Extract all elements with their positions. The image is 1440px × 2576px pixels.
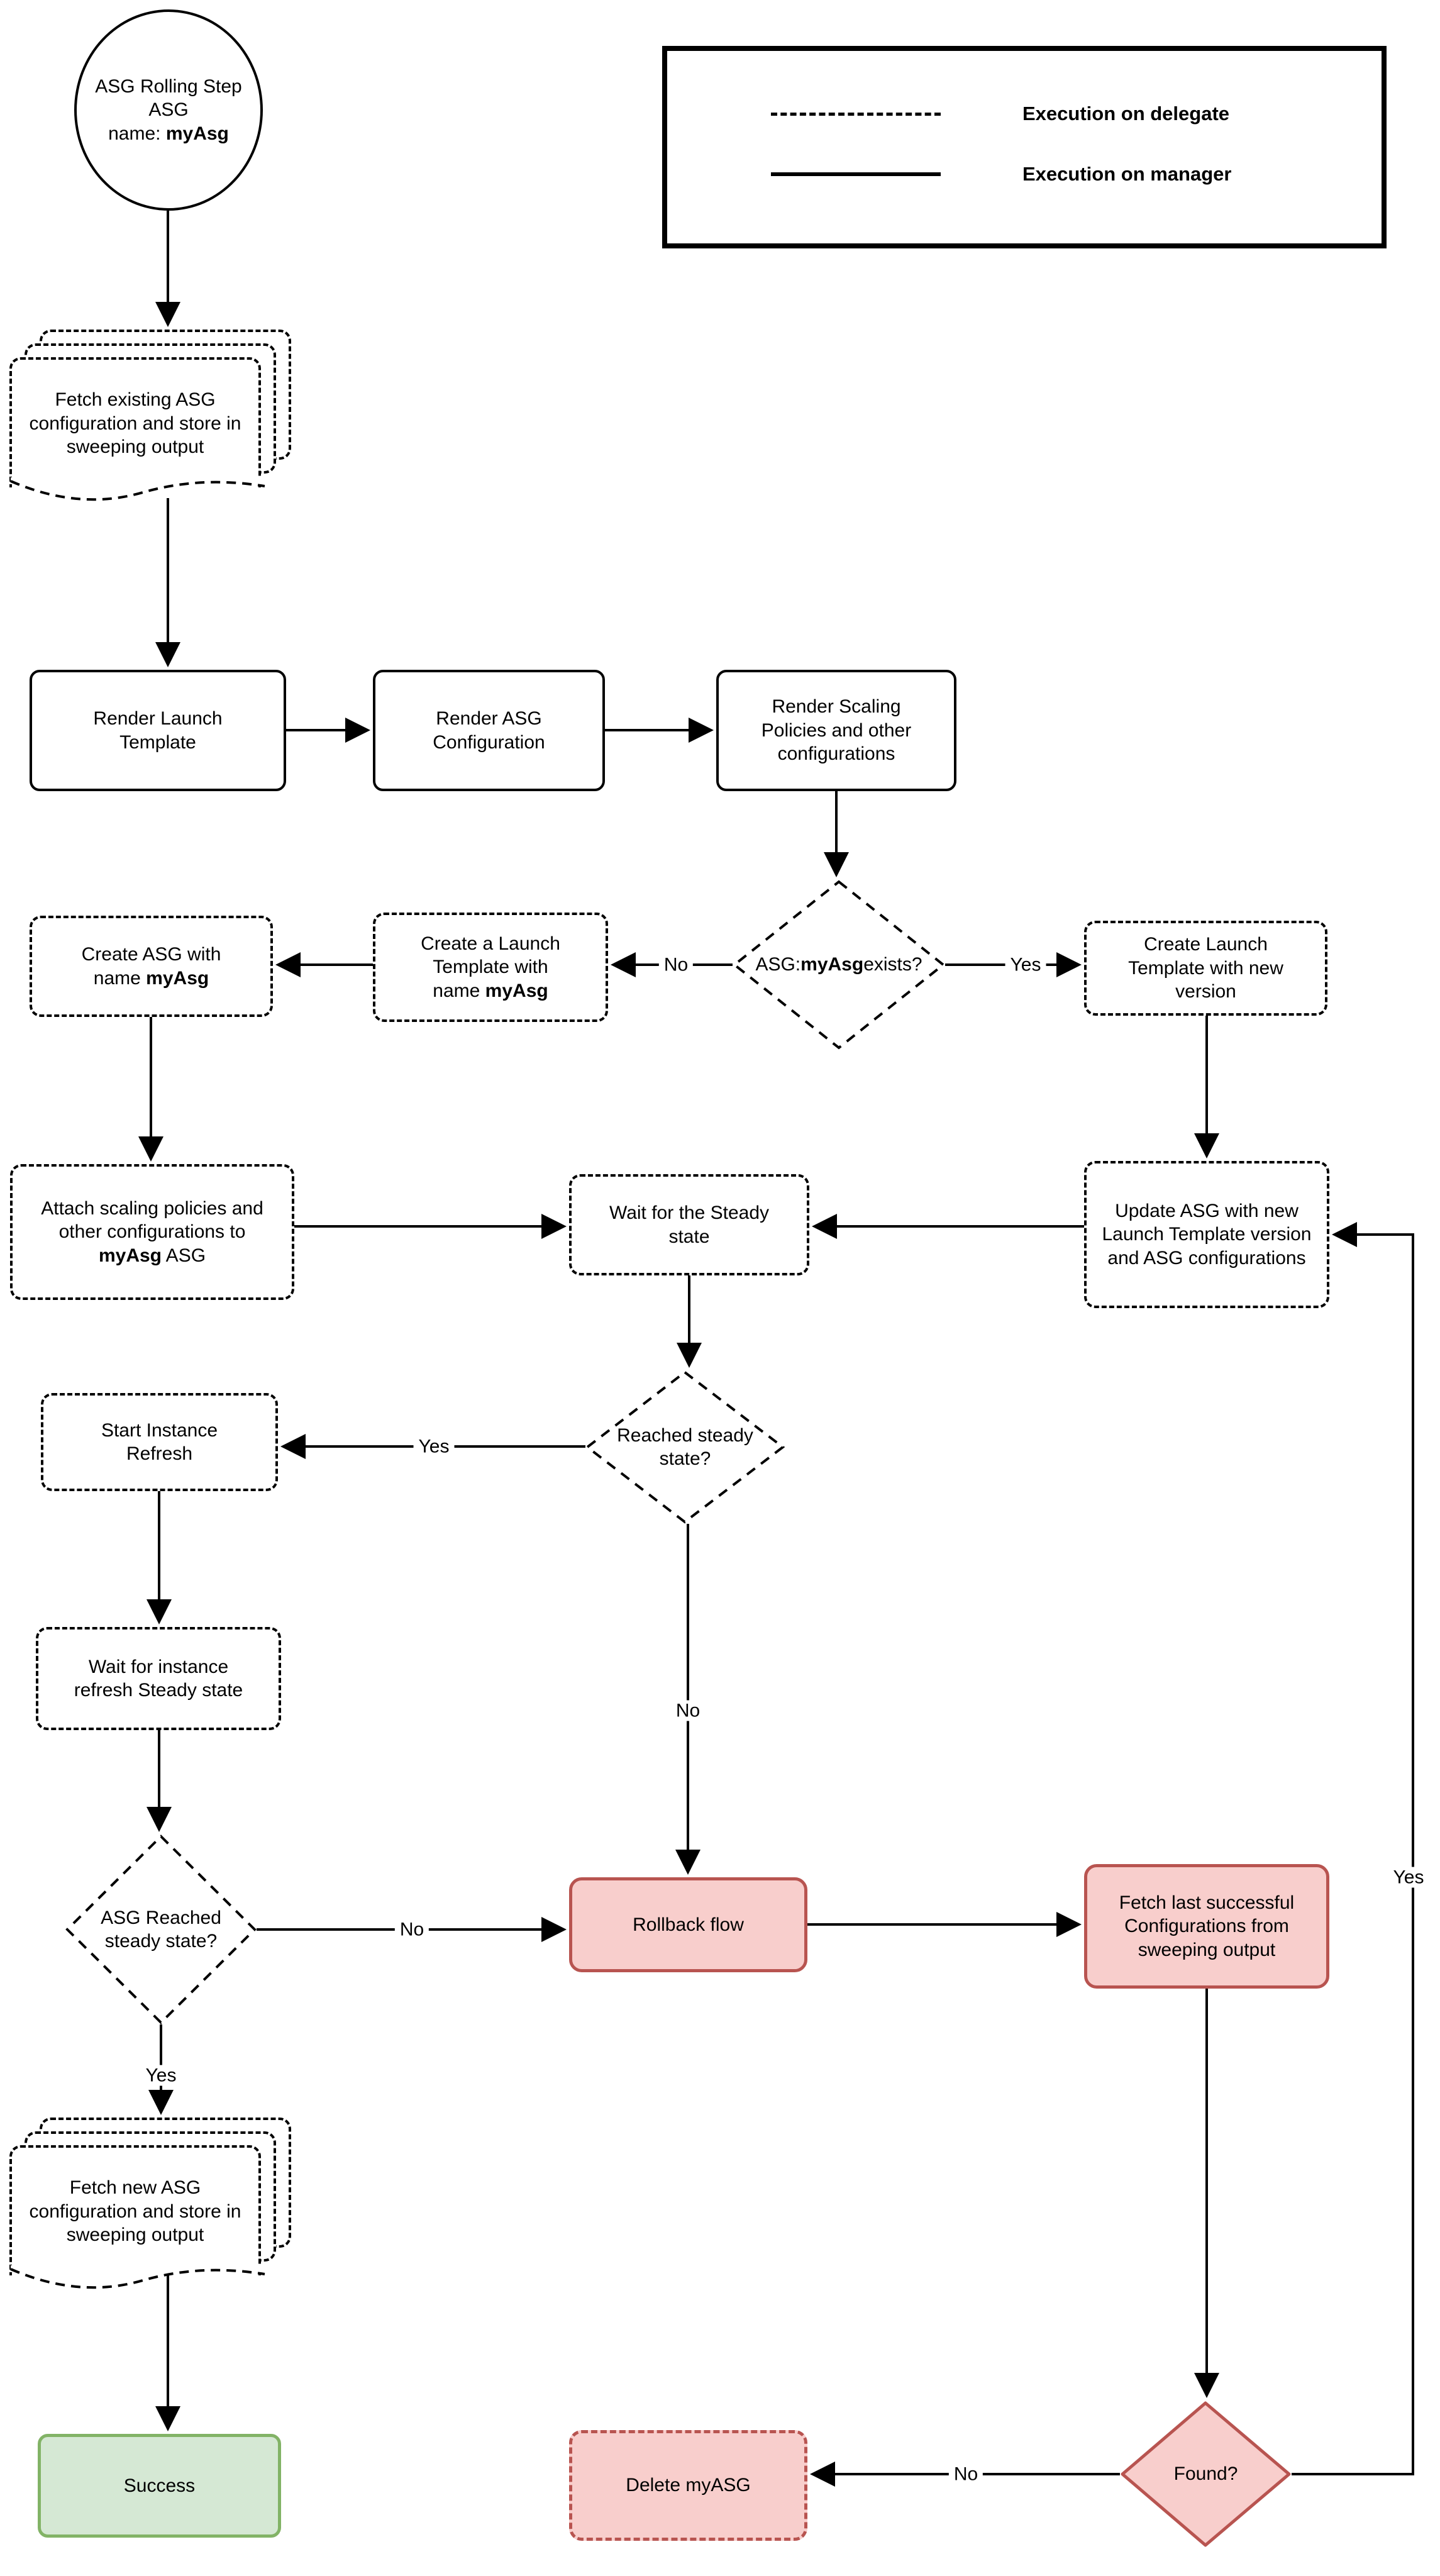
step-fetch-new-config: Fetch new ASG configuration and store in… <box>9 2118 292 2289</box>
step-fetch-last-label: Fetch last successful Configurations fro… <box>1119 1892 1295 1960</box>
edge-label-asg-reached-yes: Yes <box>140 2065 182 2086</box>
edge-label-found-yes: Yes <box>1388 1867 1429 1888</box>
step-rollback-label: Rollback flow <box>633 1914 744 1935</box>
diamond-shape <box>1121 2401 1291 2547</box>
decision-found-label: Found? <box>1173 2463 1238 2485</box>
step-create-launch-template-label: Create a Launch Template with name myAsg <box>421 933 560 1001</box>
diamond-shape <box>65 1835 257 2024</box>
decision-reached-steady-state: Reached steady state? <box>585 1370 785 1524</box>
document-front-layer: Fetch existing ASG configuration and sto… <box>9 357 265 501</box>
step-create-launch-template-new-version: Create Launch Template with new version <box>1084 921 1327 1016</box>
step-wait-refresh-label: Wait for instance refresh Steady state <box>74 1656 243 1701</box>
step-start-refresh-label: Start Instance Refresh <box>101 1419 218 1465</box>
step-create-asg-label: Create ASG with name myAsg <box>81 944 221 989</box>
step-delete-myasg: Delete myASG <box>569 2430 807 2541</box>
step-render-launch-label: Render Launch Template <box>93 708 223 753</box>
step-attach-scaling-policies: Attach scaling policies and other config… <box>10 1164 294 1300</box>
step-fetch-new-label: Fetch new ASG configuration and store in… <box>29 2177 241 2246</box>
diamond-shape <box>733 880 945 1050</box>
step-create-asg: Create ASG with name myAsg <box>30 916 273 1017</box>
document-wave-edge <box>10 2265 265 2289</box>
edge-label-exists-yes: Yes <box>1005 954 1046 975</box>
decision-asg-reached-label: ASG Reached steady state? <box>101 1907 221 1952</box>
decision-reached-steady-label: Reached steady state? <box>617 1424 753 1470</box>
edge-label-found-no: No <box>948 2463 983 2485</box>
terminal-success-label: Success <box>123 2475 196 2496</box>
step-render-scaling-label: Render Scaling Policies and other config… <box>761 696 912 765</box>
legend-box: Execution on delegate Execution on manag… <box>662 46 1387 248</box>
edge-label-asg-reached-no: No <box>394 1919 429 1940</box>
step-wait-instance-refresh: Wait for instance refresh Steady state <box>36 1627 281 1730</box>
step-delete-myasg-label: Delete myASG <box>626 2475 751 2496</box>
decision-asg-exists: ASG:myAsg exists? <box>733 880 945 1050</box>
step-render-asg-configuration: Render ASG Configuration <box>373 670 605 791</box>
step-update-asg: Update ASG with new Launch Template vers… <box>1084 1161 1329 1308</box>
edge-label-reached-no: No <box>670 1700 706 1721</box>
step-start-instance-refresh: Start Instance Refresh <box>41 1393 278 1491</box>
solid-line-sample <box>771 172 941 176</box>
decision-asg-exists-label: ASG:myAsg exists? <box>755 954 922 975</box>
step-attach-scaling-label: Attach scaling policies and other config… <box>41 1197 263 1266</box>
document-front-layer: Fetch new ASG configuration and store in… <box>9 2145 265 2289</box>
edge-label-exists-no: No <box>658 954 694 975</box>
legend-delegate-label: Execution on delegate <box>1022 103 1230 125</box>
step-wait-steady-state: Wait for the Steady state <box>569 1174 809 1275</box>
decision-found: Found? <box>1120 2401 1292 2548</box>
step-create-lt-new-label: Create Launch Template with new version <box>1128 934 1283 1002</box>
diamond-shape <box>585 1370 785 1524</box>
step-wait-steady-label: Wait for the Steady state <box>609 1202 770 1247</box>
edge-label-reached-yes: Yes <box>413 1436 455 1457</box>
step-fetch-existing-label: Fetch existing ASG configuration and sto… <box>29 389 241 458</box>
dashed-line-sample <box>771 112 941 116</box>
decision-asg-reached-steady: ASG Reached steady state? <box>65 1835 257 2024</box>
legend-manager-label: Execution on manager <box>1022 163 1232 185</box>
legend-row-delegate: Execution on delegate <box>667 89 1382 139</box>
step-update-asg-label: Update ASG with new Launch Template vers… <box>1102 1200 1312 1269</box>
terminal-success: Success <box>38 2434 281 2538</box>
step-fetch-existing-config: Fetch existing ASG configuration and sto… <box>9 330 292 501</box>
step-render-asg-label: Render ASG Configuration <box>433 708 545 753</box>
edge-found-yes <box>1292 1222 1414 2475</box>
step-rollback-flow: Rollback flow <box>569 1877 807 1972</box>
step-render-launch-template: Render Launch Template <box>30 670 286 791</box>
legend-row-manager: Execution on manager <box>667 149 1382 199</box>
step-create-launch-template: Create a Launch Template with name myAsg <box>373 913 608 1022</box>
step-render-scaling-policies: Render Scaling Policies and other config… <box>716 670 956 791</box>
step-fetch-last-successful: Fetch last successful Configurations fro… <box>1084 1864 1329 1989</box>
document-wave-edge <box>10 477 265 501</box>
